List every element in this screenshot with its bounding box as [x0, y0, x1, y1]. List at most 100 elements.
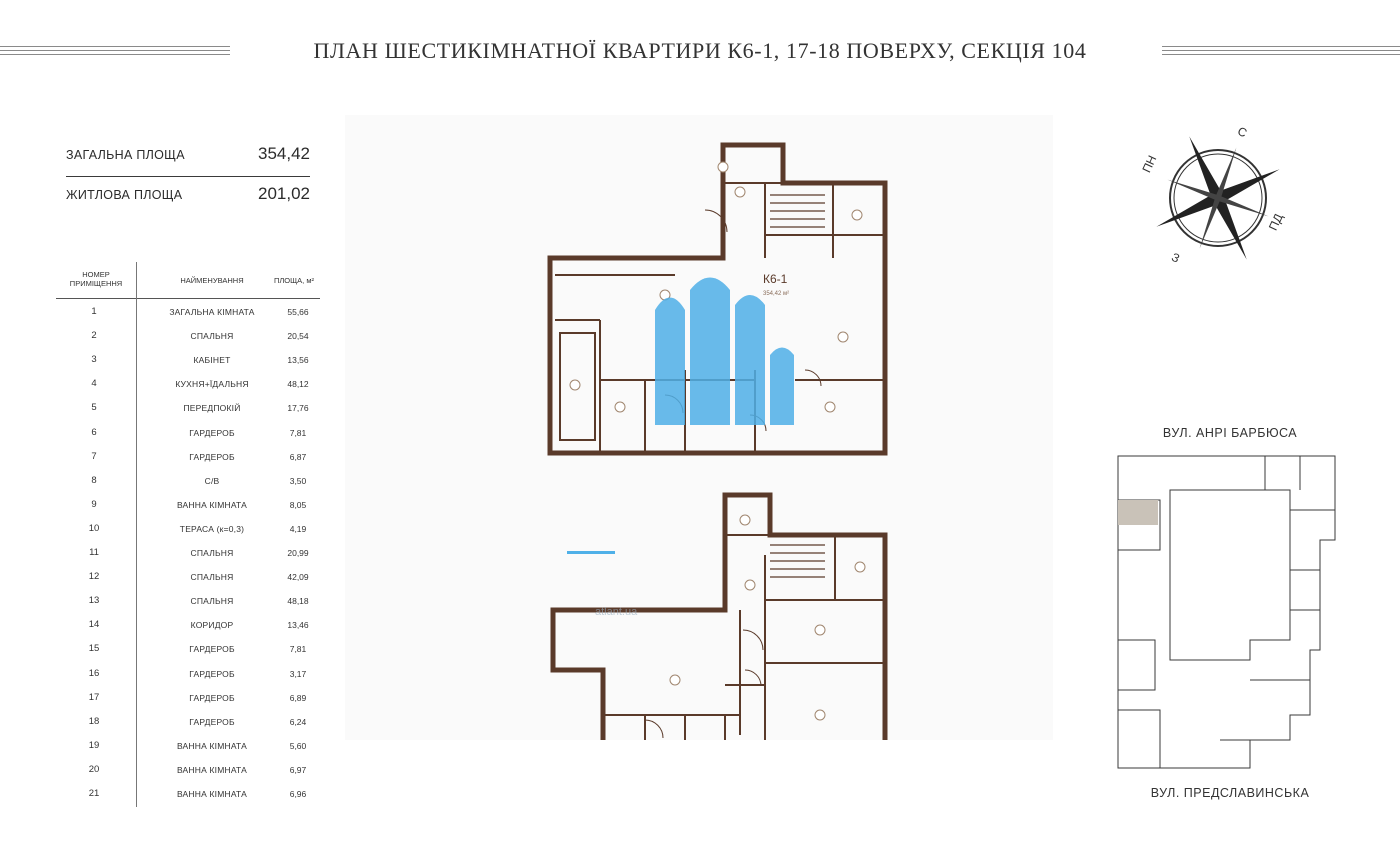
room-number: 3 [91, 354, 97, 366]
room-number: 17 [88, 691, 100, 703]
header-area: ПЛОЩА, м² [273, 276, 314, 285]
header-lines-left [0, 46, 230, 62]
room-name: ВАННА КІМНАТА [176, 499, 248, 510]
room-name: КАБІНЕТ [193, 355, 231, 366]
room-name: КУХНЯ+ЇДАЛЬНЯ [175, 379, 249, 390]
header-number-line1: НОМЕР [82, 270, 110, 279]
table-row: 6 ГАРДЕРОБ 7,81 [56, 421, 320, 445]
room-name: С/В [204, 475, 220, 486]
room-name: КОРИДОР [190, 620, 234, 631]
room-number: 11 [89, 547, 99, 558]
room-name: ВАННА КІМНАТА [176, 740, 248, 751]
room-number: 5 [91, 402, 97, 414]
watermark-text: atlant.ua [595, 606, 638, 618]
floor-plan-drawing: К6-1 354,42 м² [547, 142, 888, 803]
total-area-row: ЗАГАЛЬНА ПЛОЩА 354,42 [66, 140, 310, 170]
table-row: 8 С/В 3,50 [56, 469, 320, 493]
compass-south: ПД [1266, 211, 1286, 232]
table-row: 9 ВАННА КІМНАТА 8,05 [56, 493, 320, 517]
compass-rose: ПН С ПД З [1139, 120, 1300, 280]
table-row: 18 ГАРДЕРОБ 6,24 [56, 710, 320, 734]
room-name: ГАРДЕРОБ [189, 692, 235, 703]
room-name: ТЕРАСА (к=0,3) [179, 523, 245, 534]
room-area: 42,09 [287, 572, 309, 583]
room-name: ВАННА КІМНАТА [176, 789, 248, 799]
table-column-divider [136, 262, 137, 807]
room-number: 4 [91, 378, 97, 390]
unit-area-label: 354,42 м² [763, 291, 789, 297]
room-number: 16 [88, 667, 100, 679]
room-area: 4,19 [289, 523, 307, 534]
room-number: 19 [88, 739, 100, 751]
area-divider [66, 176, 310, 177]
room-area: 7,81 [289, 644, 307, 655]
room-area: 6,24 [289, 716, 307, 727]
watermark-bar [567, 551, 615, 554]
total-area-value: 354,42 [258, 144, 310, 163]
room-area: 5,60 [289, 740, 307, 751]
room-number: 15 [88, 643, 100, 655]
room-name: ГАРДЕРОБ [189, 716, 235, 727]
floor-plans: К6-1 354,42 м² [345, 115, 1053, 803]
room-name: ГАРДЕРОБ [189, 451, 235, 462]
room-name: ПЕРЕДПОКІЙ [183, 403, 241, 414]
table-header-line [56, 298, 320, 299]
street-bottom-label: ВУЛ. ПРЕДСЛАВИНСЬКА [1150, 786, 1310, 800]
table-row: 19 ВАННА КІМНАТА 5,60 [56, 734, 320, 758]
page-title: ПЛАН ШЕСТИКІМНАТНОЇ КВАРТИРИ К6-1, 17-18… [313, 38, 1087, 63]
table-row: 4 КУХНЯ+ЇДАЛЬНЯ 48,12 [56, 372, 320, 396]
room-number: 9 [91, 498, 97, 510]
table-row: 17 ГАРДЕРОБ 6,89 [56, 686, 320, 710]
room-area: 6,97 [289, 764, 307, 775]
header-lines-right [1162, 46, 1400, 62]
header-number-line2: ПРИМІЩЕННЯ [69, 279, 123, 288]
site-plan-drawing [1117, 455, 1336, 769]
table-row: 15 ГАРДЕРОБ 7,81 [56, 637, 320, 661]
room-area: 7,81 [289, 427, 307, 438]
room-area: 8,05 [289, 499, 307, 510]
room-number: 10 [88, 522, 100, 534]
table-row: 20 ВАННА КІМНАТА 6,97 [56, 758, 320, 782]
room-area: 13,46 [287, 620, 309, 631]
header-number: НОМЕР ПРИМІЩЕННЯ [56, 262, 136, 306]
room-number: 13 [88, 595, 100, 607]
lower-floor-interior [603, 534, 885, 800]
room-name: ГАРДЕРОБ [189, 644, 235, 655]
room-number: 7 [91, 450, 97, 462]
site-plan: ВУЛ. АНРІ БАРБЮСА ВУЛ. ПРЕДСЛАВИНСЬКА [1100, 420, 1360, 810]
header-name: НАЙМЕНУВАННЯ [180, 276, 244, 285]
room-area: 48,12 [287, 379, 309, 390]
room-number: 18 [88, 715, 100, 727]
compass-east: С [1235, 124, 1249, 140]
living-area-label: ЖИТЛОВА ПЛОЩА [66, 188, 183, 202]
room-number: 1 [91, 306, 97, 317]
compass-icon: ПН С ПД З [1139, 124, 1286, 266]
room-number: 6 [91, 426, 97, 438]
compass-north: ПН [1140, 153, 1159, 175]
upper-floor-plan [547, 142, 888, 456]
lower-doors [644, 629, 764, 739]
room-number: 20 [88, 763, 100, 775]
room-area: 6,89 [289, 692, 307, 703]
lower-stairs [770, 544, 825, 578]
room-name: ВАННА КІМНАТА [176, 764, 248, 775]
room-area: 3,50 [289, 475, 307, 486]
upper-stairs [770, 194, 825, 228]
room-name: ЗАГАЛЬНА КІМНАТА [169, 307, 255, 317]
living-area-row: ЖИТЛОВА ПЛОЩА 201,02 [66, 180, 310, 210]
watermark-logo [655, 277, 794, 425]
room-name: СПАЛЬНЯ [190, 596, 234, 607]
table-row: 10 ТЕРАСА (к=0,3) 4,19 [56, 517, 320, 541]
street-top-label: ВУЛ. АНРІ БАРБЮСА [1162, 426, 1298, 440]
room-name: ГАРДЕРОБ [189, 427, 235, 438]
room-number: 8 [91, 474, 97, 486]
